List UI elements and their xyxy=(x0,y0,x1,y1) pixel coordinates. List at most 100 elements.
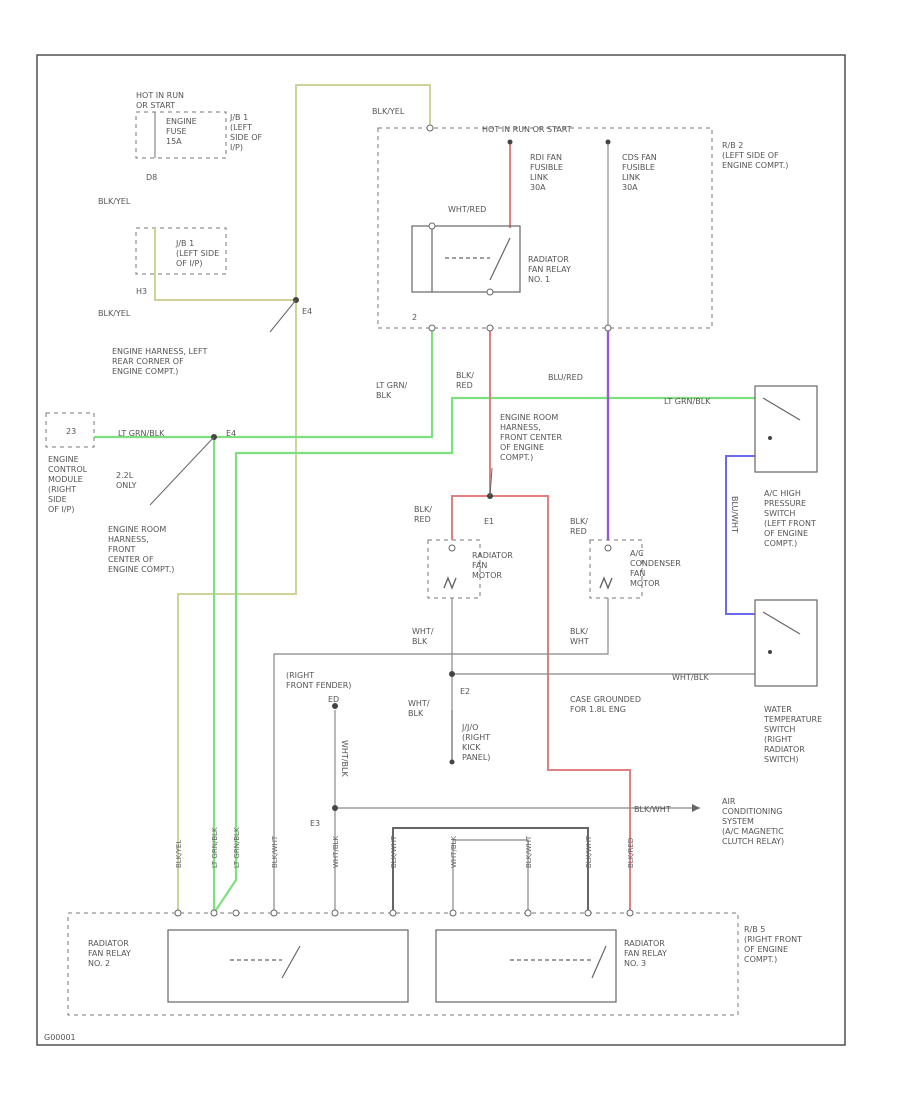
label-blk-red-2: BLK/RED xyxy=(414,505,432,524)
label-lt-grn-blk-right: LT GRN/BLK xyxy=(664,397,711,406)
water-temperature-switch xyxy=(754,599,818,687)
node-rb2-bottom-1 xyxy=(428,324,436,332)
label-e4-left: E4 xyxy=(226,429,236,438)
label-ecm-pin: 23 xyxy=(66,427,76,436)
rb5-terminal xyxy=(389,909,397,917)
node-rb2-top-3 xyxy=(605,139,611,145)
label-blk-wht-arrow: BLK/WHT xyxy=(634,805,671,814)
rb5-terminal xyxy=(524,909,532,917)
bottom-wire-tag: WHT/BLK xyxy=(332,835,340,868)
rb5-terminal xyxy=(626,909,634,917)
label-blk-yel-top: BLK/YEL xyxy=(372,107,405,116)
bottom-wire-tag: BLK/RED xyxy=(627,838,635,868)
leader-engine-harness xyxy=(269,299,297,333)
leader-engine-room-harness-left xyxy=(149,436,215,506)
radiator-fan-motor-box xyxy=(427,539,481,599)
label-hot-at-all-times: HOT IN RUN OR START xyxy=(482,125,572,134)
radiator-fan-motor xyxy=(443,544,457,590)
bottom-wire-tag: LT GRN/BLK xyxy=(211,827,219,868)
rb5-terminal xyxy=(584,909,592,917)
node-e2 xyxy=(449,671,455,677)
wire-relay2-left xyxy=(273,653,452,913)
node-rb2-bottom-2 xyxy=(486,324,494,332)
label-lt-grn-blk: LT GRN/BLK xyxy=(376,381,408,400)
ecm-box xyxy=(45,412,95,448)
arrow-to-ac-system xyxy=(692,804,700,812)
label-e1: E1 xyxy=(484,517,494,526)
bottom-wire-tag: BLK/WHT xyxy=(585,835,593,868)
label-wht-blk-2: WHT/BLK xyxy=(408,699,430,718)
label-wht-blk-right: WHT/BLK xyxy=(672,673,709,682)
bottom-wire-tag: BLK/WHT xyxy=(525,835,533,868)
rb5-terminal xyxy=(232,909,240,917)
bottom-wire-tag: BLK/YEL xyxy=(175,840,183,868)
label-e4-top: E4 xyxy=(302,307,312,316)
label-blk-red-1: BLK/RED xyxy=(456,371,474,390)
rb5-terminal xyxy=(331,909,339,917)
label-blk-red-3: BLK/RED xyxy=(570,517,588,536)
node-rb2-bottom-3 xyxy=(604,324,612,332)
rb5-terminal xyxy=(270,909,278,917)
rb5-terminal xyxy=(174,909,182,917)
wire-blu-wht xyxy=(725,455,755,615)
label-wht-red: WHT/RED xyxy=(448,205,486,214)
wire-relay-bridge-2 xyxy=(452,839,529,913)
bottom-wire-tag: BLK/WHT xyxy=(390,835,398,868)
rb5-terminal xyxy=(449,909,457,917)
ground-symbol-kick-panel xyxy=(449,710,455,765)
wire-blk-red-e1 xyxy=(451,495,631,913)
ac-condenser-fan-motor-box xyxy=(589,539,643,599)
radiator-fan-relay-2 xyxy=(167,929,409,1003)
node-e3 xyxy=(332,805,338,811)
leader-engine-room-harness-center xyxy=(489,467,493,497)
wire-ac-motor-ground xyxy=(452,598,609,655)
bottom-wire-tag: BLK/WHT xyxy=(271,835,279,868)
radiator-fan-relay-3 xyxy=(435,929,617,1003)
label-wht-blk-vertical: WHT/BLK xyxy=(340,740,349,777)
ac-high-pressure-switch xyxy=(754,385,818,473)
wire-blk-yel xyxy=(154,84,431,301)
label-blk-wht: BLK/WHT xyxy=(570,627,589,646)
wire-relay-bridge xyxy=(392,827,589,913)
jb1-bottom-box xyxy=(135,227,227,275)
jb1-top-box xyxy=(135,111,227,159)
label-lt-grn-blk-left: LT GRN/BLK xyxy=(118,429,165,438)
node-rb2-top-1 xyxy=(426,124,434,132)
label-e2: E2 xyxy=(460,687,470,696)
rb2-box xyxy=(377,127,713,329)
label-terminal-2: 2 xyxy=(412,313,417,322)
label-wht-blk: WHT/BLK xyxy=(412,627,434,646)
wire-lt-grn-blk-right xyxy=(213,396,755,914)
label-h3: H3 xyxy=(136,287,147,296)
label-ed: ED xyxy=(328,695,339,704)
wire-lt-grn-blk-ecm xyxy=(94,328,434,439)
label-blu-wht: BLU/WHT xyxy=(730,496,739,533)
rb5-box xyxy=(67,912,739,1016)
ground-symbol-fender xyxy=(332,703,338,709)
label-e3: E3 xyxy=(310,819,320,828)
diagram-frame xyxy=(36,54,846,1046)
node-rb2-top-2 xyxy=(507,139,513,145)
